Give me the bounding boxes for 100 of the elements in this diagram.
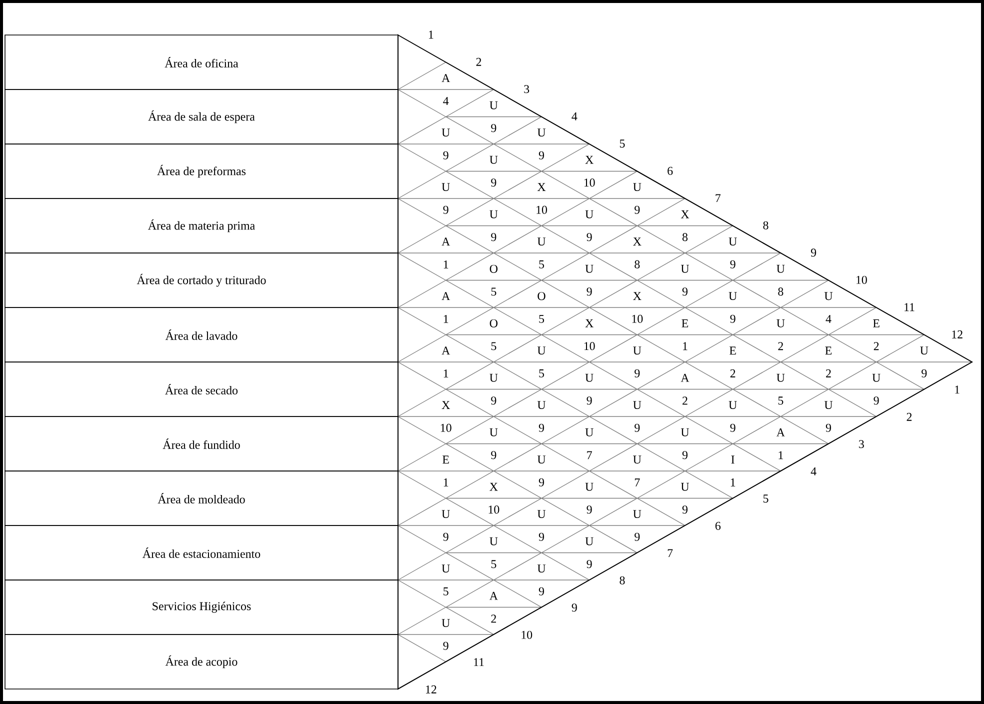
area-box: Área de estacionamiento (4, 525, 398, 580)
index-number: 3 (859, 440, 864, 448)
rating-text: U 8 (776, 264, 785, 296)
rating-text: O 5 (538, 292, 546, 323)
area-box: Área de cortado y triturado (4, 252, 398, 308)
rating-text: U 9 (585, 264, 594, 296)
rating-text: E 2 (873, 319, 880, 350)
index-number: 2 (906, 412, 912, 421)
rating-text: U 7 (585, 428, 594, 460)
rating-text: U 7 (633, 456, 642, 486)
index-number: 7 (716, 194, 721, 202)
area-box: Área de secado (4, 362, 398, 417)
rating-text: E 2 (825, 346, 832, 378)
index-number: 11 (904, 303, 914, 312)
rating-text: U 9 (442, 128, 450, 160)
rating-text: U 9 (537, 456, 546, 486)
rating-text: U 9 (537, 564, 546, 596)
area-box: Área de acopio (4, 634, 398, 690)
rating-text: X 10 (632, 292, 643, 323)
rating-text: U 9 (920, 346, 928, 378)
rating-text: A 2 (680, 374, 690, 405)
rating-text: U 5 (537, 238, 546, 268)
index-number: 4 (810, 467, 816, 476)
index-number: 12 (426, 685, 436, 694)
rating-text: O 5 (490, 319, 498, 350)
index-number: 2 (476, 58, 482, 66)
rating-text: U 9 (585, 482, 594, 514)
rating-text: A 1 (776, 428, 785, 460)
rating-text: U 5 (776, 374, 785, 405)
rating-text: U 9 (490, 156, 498, 187)
index-number: 6 (668, 166, 673, 175)
rating-text: X 8 (680, 210, 690, 242)
rating-text: U 9 (633, 510, 642, 541)
rating-text: U 9 (585, 537, 594, 568)
rating-text: U 9 (537, 510, 546, 541)
index-number: 5 (620, 140, 625, 148)
rating-text: I 1 (730, 456, 736, 486)
index-number: 10 (856, 276, 867, 284)
rating-text: U 2 (776, 319, 785, 350)
rating-text: U 5 (537, 346, 546, 378)
rating-text: U 9 (442, 183, 450, 214)
rating-text: U 9 (680, 428, 690, 460)
index-number: 10 (522, 630, 532, 639)
rating-text: O 5 (490, 264, 498, 296)
index-number: 6 (715, 522, 721, 530)
area-box: Área de sala de espera (4, 89, 398, 144)
rating-text: U 9 (728, 292, 737, 323)
rating-text: A 2 (489, 592, 498, 623)
rating-text: E 1 (442, 456, 449, 486)
rating-text: U 9 (585, 374, 594, 405)
index-number: 5 (763, 494, 768, 503)
rating-text: U 9 (537, 128, 546, 160)
rating-text: X 10 (584, 156, 595, 187)
rating-text: U 9 (490, 374, 498, 405)
area-box: Área de oficina (4, 34, 398, 90)
rating-text: U 9 (633, 183, 642, 214)
rating-text: U 9 (728, 238, 737, 268)
index-number: 8 (763, 221, 768, 230)
rating-text: U 9 (633, 346, 642, 378)
index-number: 7 (668, 549, 673, 558)
rating-text: X 10 (536, 183, 548, 214)
rating-text: U 9 (728, 401, 737, 432)
rating-text: X 10 (584, 319, 595, 350)
rating-text: A 1 (442, 346, 450, 378)
area-box: Área de preformas (4, 144, 398, 199)
rating-text: E 1 (682, 319, 688, 350)
index-number: 11 (474, 658, 484, 666)
rating-text: U 9 (442, 619, 450, 650)
rating-text: U 9 (824, 401, 833, 432)
index-number: 9 (572, 604, 577, 612)
rating-text: U 9 (490, 210, 498, 242)
index-number: 1 (428, 30, 434, 39)
rating-text: U 4 (824, 292, 833, 323)
area-box: Área de materia prima (4, 198, 398, 254)
index-number: 1 (955, 386, 960, 394)
rating-text: U 9 (442, 510, 450, 541)
rating-text: U 9 (872, 374, 880, 405)
rating-text: U 9 (490, 101, 498, 132)
rating-text: U 9 (585, 210, 594, 242)
rating-text: X 10 (488, 482, 500, 514)
rating-text: U 9 (490, 428, 498, 460)
index-number: 4 (572, 112, 578, 120)
area-box: Servicios Higiénicos (4, 580, 398, 635)
rating-text: A 1 (442, 238, 450, 268)
rating-text: U 9 (680, 264, 690, 296)
rating-text: X 8 (633, 238, 642, 268)
index-number: 12 (952, 330, 962, 338)
rating-text: E 2 (730, 346, 736, 378)
index-number: 8 (620, 576, 625, 584)
rating-text: X 10 (440, 401, 452, 432)
rating-text: A 1 (442, 292, 450, 323)
rating-text: U 9 (537, 401, 546, 432)
rating-text: U 9 (680, 482, 690, 514)
rating-text: A 4 (442, 74, 450, 105)
rating-text: U 5 (490, 537, 498, 568)
rating-text: U 9 (633, 401, 642, 432)
index-number: 9 (810, 248, 816, 257)
area-box: Área de fundido (4, 416, 398, 472)
area-box: Área de lavado (4, 307, 398, 362)
area-box: Área de moldeado (4, 470, 398, 526)
